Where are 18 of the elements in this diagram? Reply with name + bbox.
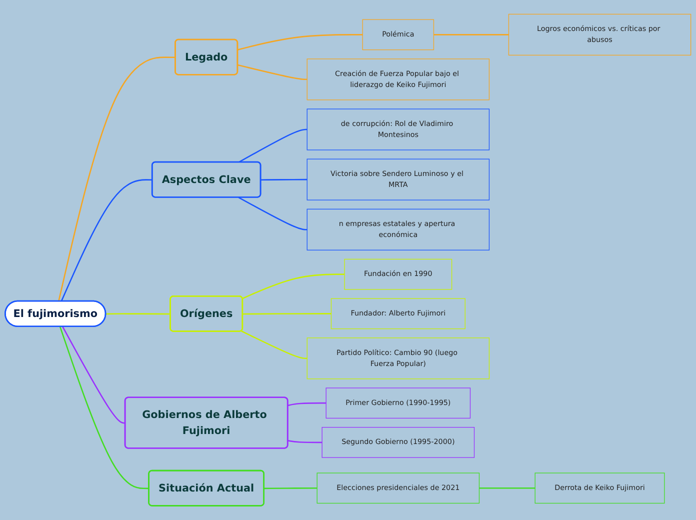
connector bbox=[479, 488, 536, 489]
connector bbox=[62, 326, 126, 424]
connector bbox=[434, 34, 509, 36]
connector bbox=[264, 488, 318, 490]
connector bbox=[288, 402, 326, 406]
connector bbox=[106, 313, 171, 315]
connector bbox=[242, 274, 345, 300]
connector bbox=[238, 64, 308, 80]
connector bbox=[242, 313, 332, 315]
connector bbox=[238, 128, 308, 163]
connector bbox=[60, 179, 152, 302]
connector bbox=[260, 178, 308, 181]
connector bbox=[241, 330, 308, 360]
connector bbox=[59, 326, 150, 490]
connector bbox=[238, 34, 363, 50]
connector bbox=[238, 196, 308, 230]
connector bbox=[288, 440, 322, 444]
connector bbox=[58, 56, 176, 302]
